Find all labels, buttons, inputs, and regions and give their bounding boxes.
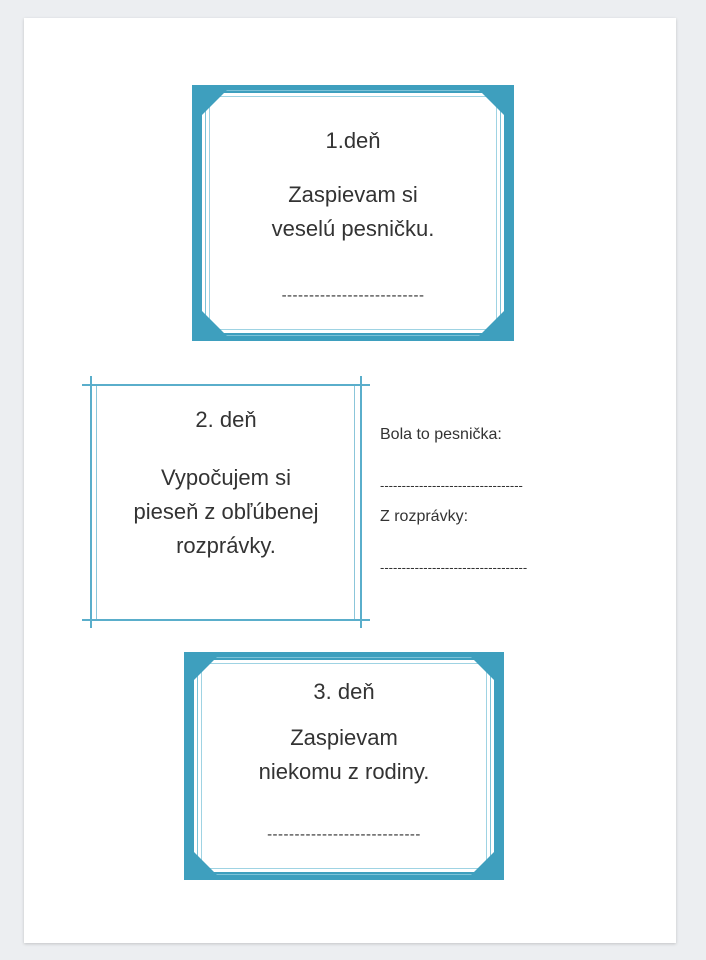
worksheet-page: 1.deň Zaspievam si veselú pesničku. ----… <box>24 18 676 943</box>
day-card-3: 3. deň Zaspievam niekomu z rodiny. -----… <box>184 652 504 880</box>
card-inner <box>202 93 504 333</box>
corner-ornament-icon <box>192 85 232 125</box>
crop-line-left <box>90 376 92 628</box>
card-line: Zaspievam si <box>288 182 418 207</box>
corner-ornament-icon <box>184 652 222 690</box>
corner-ornament-icon <box>466 842 504 880</box>
corner-ornament-icon <box>474 85 514 125</box>
card-line: veselú pesničku. <box>271 216 435 241</box>
day-card-1: 1.deň Zaspievam si veselú pesničku. ----… <box>192 85 514 341</box>
card-inner <box>194 660 494 872</box>
card-line: Vypočujem si <box>160 465 291 490</box>
card-title: 3. deň <box>313 679 375 704</box>
card-line: rozprávky. <box>176 533 276 558</box>
corner-ornament-icon <box>466 652 504 690</box>
card-line: Zaspievam <box>290 725 398 750</box>
fairytale-label: Z rozprávky: <box>380 508 469 525</box>
crop-line-bottom <box>82 619 370 621</box>
crop-line-top <box>82 384 370 386</box>
song-answer-blank: --------------------------------- <box>380 478 523 493</box>
crop-line-right <box>360 376 362 628</box>
song-label: Bola to pesnička: <box>380 426 502 443</box>
corner-ornament-icon <box>184 842 222 880</box>
corner-ornament-icon <box>192 301 232 341</box>
corner-ornament-icon <box>474 301 514 341</box>
day-card-2: 2. deň Vypočujem si pieseň z obľúbenej r… <box>82 376 370 628</box>
crop-line-inner-left <box>96 384 97 620</box>
crop-line-inner-right <box>354 384 355 620</box>
fairytale-answer-blank: ---------------------------------- <box>380 560 528 575</box>
card-line: niekomu z rodiny. <box>258 759 430 784</box>
card-title: 2. deň <box>195 407 257 432</box>
card-title: 1.deň <box>325 128 381 153</box>
answer-blank: -------------------------- <box>281 287 425 304</box>
answer-blank: ---------------------------- <box>267 826 421 843</box>
card-line: pieseň z obľúbenej <box>133 499 319 524</box>
